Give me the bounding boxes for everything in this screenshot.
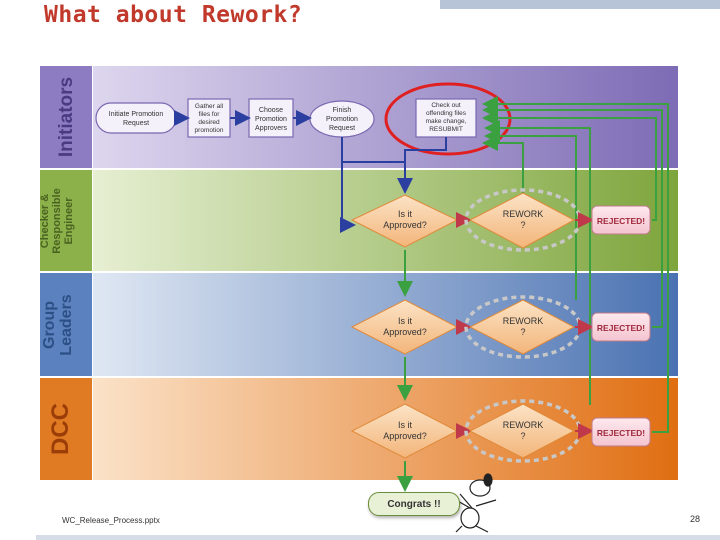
- step-initiate: [95, 102, 177, 134]
- rejected-box-1: [591, 205, 651, 235]
- lane-label-initiators: Initiators: [56, 77, 77, 157]
- dancing-dog-illustration: [455, 473, 497, 533]
- decision-approved-2-line2: Approved?: [383, 327, 427, 337]
- lane-label-checker-2: Responsible: [51, 188, 63, 253]
- step-initiate-line1: Initiate Promotion: [109, 111, 164, 118]
- lane-header-group-leaders: [40, 273, 92, 376]
- rejected-label-2: REJECTED!: [597, 323, 645, 333]
- decision-approved-1-line2: Approved?: [383, 220, 427, 230]
- step-gather: [187, 98, 231, 138]
- step-checkout-line4: RESUBMIT: [429, 126, 463, 133]
- decision-rework-3: [468, 403, 576, 459]
- decision-approved-2: [350, 299, 459, 355]
- congrats-terminal: Congrats !!: [368, 492, 460, 516]
- step-finish-line3: Request: [329, 125, 355, 132]
- decision-rework-1-line1: REWORK: [503, 209, 544, 219]
- step-choose-line2: Promotion: [255, 116, 287, 123]
- return-rejected2: [482, 102, 663, 328]
- svg-text:Checker &ResponsibleEngineer: Checker &ResponsibleEngineer: [39, 188, 75, 253]
- rejected-box-2: [591, 312, 651, 342]
- lane-label-group: Group: [41, 301, 58, 349]
- decision-rework-2-line1: REWORK: [503, 316, 544, 326]
- rejected-label-1: REJECTED!: [597, 216, 645, 226]
- arrow-finish-side: [340, 162, 356, 233]
- decision-approved-2-line1: Is it: [398, 316, 413, 326]
- decision-rework-1-line2: ?: [520, 220, 525, 230]
- step-gather-line4: promotion: [195, 127, 224, 134]
- step-checkout-line3: make change,: [426, 118, 467, 125]
- lane-label-leaders: Leaders: [58, 294, 75, 355]
- decision-approved-1: [350, 194, 459, 248]
- top-accent-bar: [440, 0, 720, 9]
- step-checkout-line2: offending files: [426, 110, 467, 117]
- arrow-finish-approve1: [341, 137, 413, 194]
- page-title: What about Rework?: [44, 2, 303, 28]
- decision-rework-1: [468, 192, 576, 249]
- bottom-accent-bar: [36, 535, 720, 540]
- return-rejected3: [482, 96, 669, 433]
- lane-header-initiators: [40, 66, 92, 168]
- decision-approved-1-line1: Is it: [398, 209, 413, 219]
- step-finish-line1: Finish: [333, 107, 352, 114]
- page-number: 28: [690, 514, 701, 524]
- decision-rework-2: [468, 299, 576, 355]
- decision-approved-3-line2: Approved?: [383, 431, 427, 441]
- footer-filename: WC_Release_Process.pptx: [62, 516, 160, 525]
- lane-header-dcc: [40, 378, 92, 480]
- svg-text:REWORK?: REWORK?: [503, 316, 544, 337]
- svg-text:REWORK?: REWORK?: [503, 209, 544, 230]
- step-choose: [248, 98, 294, 138]
- step-gather-line2: files for: [199, 111, 221, 118]
- step-gather-line1: Gather all: [195, 103, 224, 110]
- lane-label-dcc: DCC: [47, 403, 74, 455]
- lane-label-checker-1: Checker &: [39, 194, 51, 248]
- decision-approved-3: [350, 403, 459, 459]
- return-rejected1: [482, 110, 657, 221]
- lane-label-checker-3: Engineer: [63, 197, 75, 245]
- lane-header-checker: [40, 170, 92, 271]
- return-rework3: [484, 120, 591, 405]
- decision-rework-3-line1: REWORK: [503, 420, 544, 430]
- svg-text:GroupLeaders: GroupLeaders: [41, 294, 75, 355]
- decision-rework-3-line2: ?: [520, 431, 525, 441]
- step-finish-line2: Promotion: [326, 116, 358, 123]
- arrow-resubmit: [404, 137, 447, 162]
- step-initiate-line2: Request: [123, 120, 149, 127]
- return-rework2: [484, 128, 577, 300]
- step-choose-line1: Choose: [259, 107, 283, 114]
- rejected-box-3: [591, 417, 651, 447]
- rejected-label-3: REJECTED!: [597, 428, 645, 438]
- decision-approved-3-line1: Is it: [398, 420, 413, 430]
- decision-rework-2-line2: ?: [520, 327, 525, 337]
- svg-text:REWORK?: REWORK?: [503, 420, 544, 441]
- step-gather-line3: desired: [198, 119, 220, 126]
- step-choose-line3: Approvers: [255, 125, 287, 132]
- step-checkout-line1: Check out: [431, 102, 460, 109]
